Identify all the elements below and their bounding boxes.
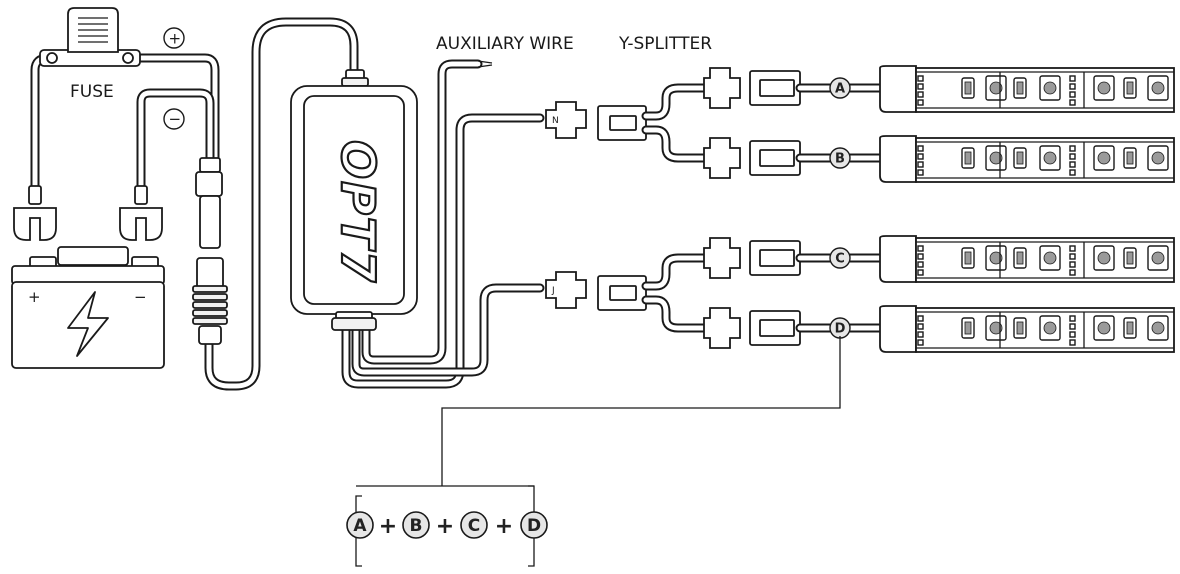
svg-text:−: − [169,110,182,128]
fuse-icon [39,7,141,67]
formula-term-a: A [346,511,374,539]
connector-icon: N [545,101,647,141]
ring-terminal-icon [13,185,57,241]
controller-box-icon [290,85,418,331]
strip-label-d: D [829,317,851,339]
lightning-icon [67,291,109,357]
plus-sign: + [379,514,397,539]
fuse-label: FUSE [70,82,114,102]
svg-text:J: J [551,286,555,296]
barrel-socket-icon [195,157,223,249]
led-strip-icon [915,137,1175,183]
formula-term-c: C [460,511,488,539]
controller-top-connector [341,69,369,87]
y-splitter-label: Y-SPLITTER [618,34,712,54]
svg-text:C: C [468,516,480,536]
positive-symbol: + [163,27,185,49]
strip-a: A [703,65,1175,113]
strip-b: B [703,135,1175,183]
strip-c: C [703,235,1175,283]
brand-logo: OPT7 [331,140,385,284]
led-strip-icon [915,67,1175,113]
negative-symbol: − [163,108,185,130]
callout-line [441,336,841,486]
formula-term-d: D [520,511,548,539]
svg-text:N: N [552,116,559,126]
svg-text:A: A [353,516,367,536]
strip-label-a: A [829,77,851,99]
svg-text:C: C [835,252,845,267]
ring-terminal-icon [119,185,163,241]
positive-wire [30,53,220,195]
formula: A + B + C + D [346,511,548,539]
svg-text:D: D [835,322,846,337]
svg-text:A: A [835,82,845,97]
battery-negative-sign: − [134,288,147,306]
negative-wire [136,88,215,195]
plus-sign: + [436,514,454,539]
svg-text:D: D [527,516,541,536]
led-strip-icon [915,307,1175,353]
power-input-cable [204,17,359,391]
y-splitter-wires [641,83,709,333]
connector-icon: J [545,271,647,311]
battery-positive-sign: + [28,288,41,306]
output-cables [341,59,545,389]
svg-text:+: + [169,30,182,48]
strip-label-c: C [829,247,851,269]
svg-text:B: B [835,152,845,167]
svg-text:B: B [410,516,423,536]
auxiliary-wire-tip [477,60,493,68]
auxiliary-wire-label: AUXILIARY WIRE [436,34,574,54]
barrel-plug-icon [192,257,228,345]
strip-label-b: B [829,147,851,169]
strip-d: D [703,305,1175,353]
formula-term-b: B [402,511,430,539]
plus-sign: + [495,514,513,539]
led-strip-icon [915,237,1175,283]
